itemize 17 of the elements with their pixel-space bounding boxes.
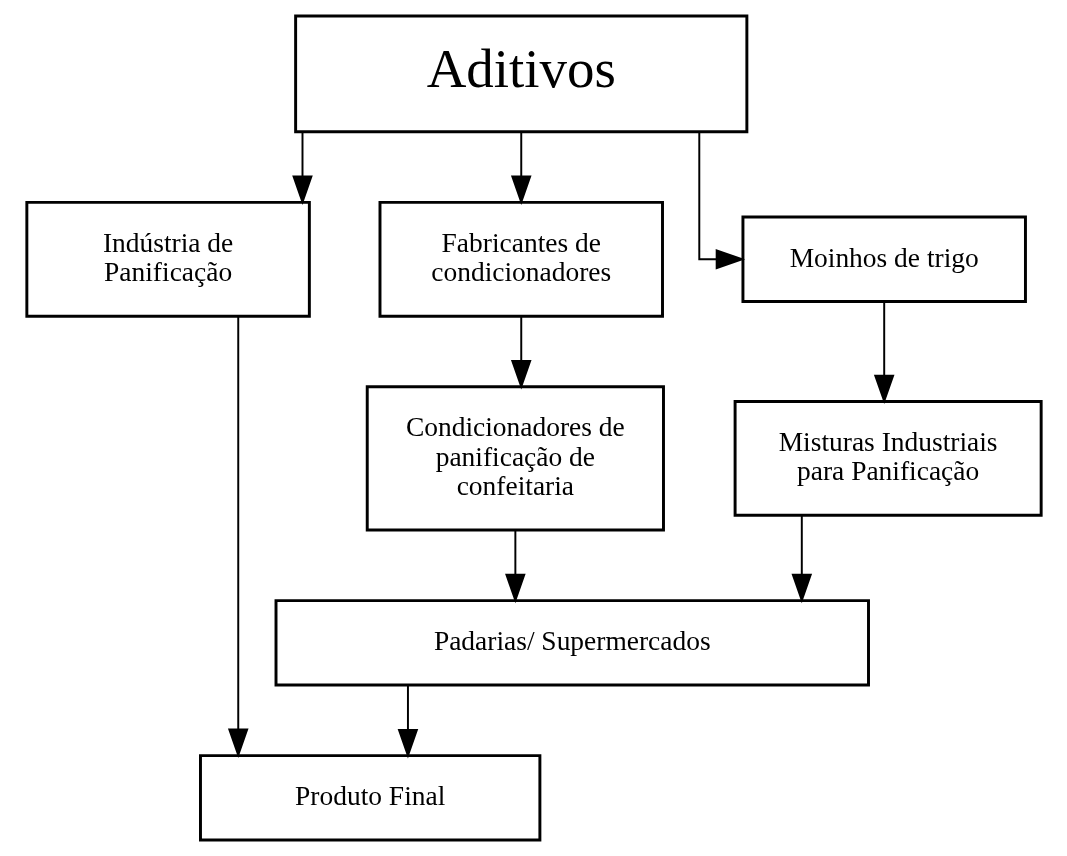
node-box: Moinhos de trigo <box>740 215 1027 303</box>
node-box: Padarias/ Supermercados <box>274 599 870 687</box>
node-box: Misturas Industriais para Panificação <box>733 400 1043 517</box>
node-box: Indústria de Panificação <box>24 200 311 318</box>
arrow <box>227 315 249 758</box>
node-box: Condicionadores de panificação de confeitaria <box>365 385 665 532</box>
node-box: Produto Final <box>198 754 541 842</box>
arrow <box>397 684 418 759</box>
arrow <box>697 131 745 270</box>
arrow <box>510 131 532 205</box>
arrow <box>504 529 526 604</box>
node-box: Fabricantes de condicionadores <box>378 200 664 318</box>
arrow <box>291 131 313 205</box>
arrow <box>791 514 812 604</box>
arrow <box>873 300 894 405</box>
arrow <box>510 315 532 390</box>
node-box: Aditivos <box>293 14 748 134</box>
